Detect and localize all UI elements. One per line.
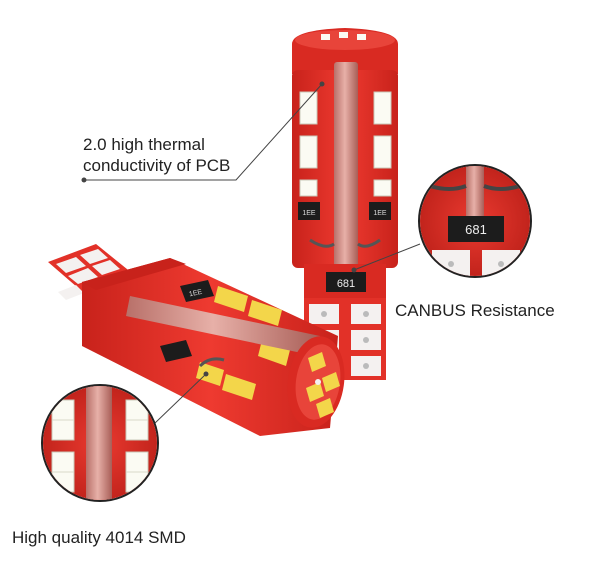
canbus-resistor bbox=[326, 272, 366, 292]
zoom-resistor-code: 681 bbox=[465, 222, 487, 237]
tilted-led-chips bbox=[196, 286, 290, 400]
callout-line-pcb bbox=[84, 83, 323, 181]
zoom-circle-smd bbox=[41, 384, 159, 502]
callout-smd-label: High quality 4014 SMD bbox=[12, 528, 186, 547]
tilted-heat-stem bbox=[126, 296, 320, 356]
small-resistor-code-2: 1EE bbox=[373, 210, 387, 217]
callout-line-canbus bbox=[353, 243, 421, 271]
callout-pcb-line1: 2.0 high thermal bbox=[83, 135, 205, 154]
callout-line-smd bbox=[153, 373, 207, 425]
callout-pcb-line2: conductivity of PCB bbox=[83, 156, 231, 175]
smd-led-column-right bbox=[373, 91, 392, 197]
smd-led-column-left bbox=[299, 91, 318, 197]
tilted-resistor-code: 1EE bbox=[188, 289, 203, 299]
callout-lines bbox=[81, 81, 421, 425]
small-resistor-code-1: 1EE bbox=[302, 210, 316, 217]
zoom-circle-canbus: 681 bbox=[418, 164, 532, 278]
pcb-heat-stem bbox=[334, 62, 358, 268]
callout-pcb-label: 2.0 high thermal conductivity of PCB bbox=[83, 134, 230, 176]
tilted-led-bulb: 1EE bbox=[48, 244, 345, 436]
canbus-resistor-code: 681 bbox=[337, 278, 355, 290]
callout-canbus-label: CANBUS Resistance bbox=[395, 301, 555, 320]
